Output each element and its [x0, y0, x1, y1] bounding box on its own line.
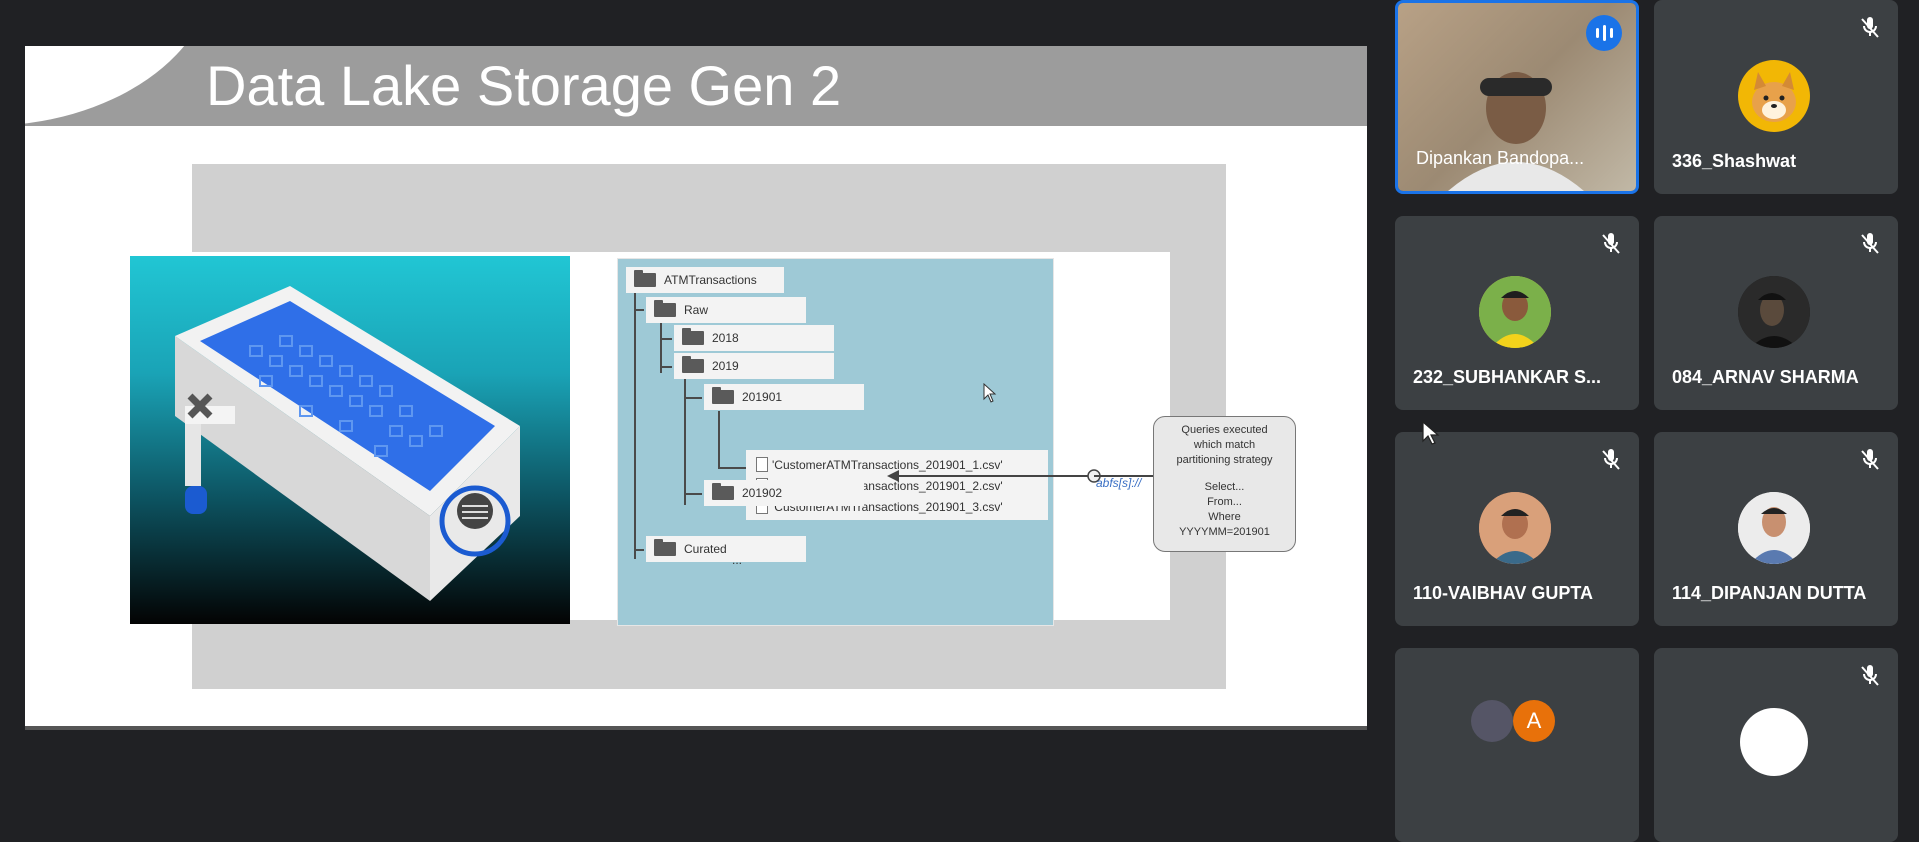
folder-raw: Raw [646, 297, 806, 323]
person-photo-icon [1738, 276, 1810, 348]
folder-icon [634, 270, 656, 287]
avatar-letter: A [1513, 700, 1555, 742]
query-arrow [887, 469, 1105, 483]
participant-tile-subhankar[interactable]: 232_SUBHANKAR S... [1395, 216, 1639, 410]
folder-hierarchy-diagram: ATMTransactions Raw 2018 2019 201901 'Cu… [617, 258, 1054, 626]
folder-icon [712, 483, 734, 500]
participant-video-feed [1398, 3, 1636, 191]
participant-tile-arnav[interactable]: 084_ARNAV SHARMA [1654, 216, 1898, 410]
mic-off-icon [1861, 449, 1879, 470]
mic-off-icon [1602, 449, 1620, 470]
participant-tile-dipanjan[interactable]: 114_DIPANJAN DUTTA [1654, 432, 1898, 626]
avatar [1738, 492, 1810, 564]
participant-tile-7[interactable]: A [1395, 648, 1639, 842]
slide-bottom-edge [25, 726, 1367, 730]
slide-title-band: Data Lake Storage Gen 2 [25, 46, 1367, 126]
csv-file: 'CustomerATMTransactions_201901_1.csv' [756, 454, 1048, 475]
participant-name: Dipankan Bandopa... [1416, 148, 1585, 168]
mouse-cursor-icon [983, 383, 997, 403]
folder-2018: 2018 [674, 325, 834, 351]
person-photo-icon [1738, 492, 1810, 564]
folder-atmtransactions: ATMTransactions [626, 267, 784, 293]
participant-tile-vaibhav[interactable]: 110-VAIBHAV GUPTA [1395, 432, 1639, 626]
folder-curated: Curated [646, 536, 806, 562]
participant-name: 110-VAIBHAV GUPTA [1413, 583, 1594, 603]
mic-off-icon [1861, 233, 1879, 254]
folder-icon [682, 356, 704, 373]
participant-name: 232_SUBHANKAR S... [1413, 367, 1602, 387]
data-lake-tank-icon [175, 286, 520, 601]
speaking-indicator-icon [1586, 15, 1622, 51]
folder-2019: 2019 [674, 353, 834, 379]
data-lake-illustration [130, 256, 570, 624]
participant-name: 336_Shashwat [1672, 151, 1797, 171]
avatar [1738, 276, 1810, 348]
participant-tile-8[interactable] [1654, 648, 1898, 842]
avatar [1740, 708, 1808, 776]
query-description-box: Queries executed which match partitionin… [1153, 416, 1296, 552]
person-photo-icon [1479, 276, 1551, 348]
participant-name: 114_DIPANJAN DUTTA [1672, 583, 1867, 603]
person-silhouette-icon [1448, 72, 1584, 191]
mouse-pointer-icon [1422, 420, 1440, 445]
folder-icon [682, 328, 704, 345]
mic-off-icon [1602, 233, 1620, 254]
avatar [1479, 492, 1551, 564]
title-curve-decoration [25, 46, 215, 126]
person-photo-icon [1479, 492, 1551, 564]
folder-icon [712, 387, 734, 404]
participant-tile-shashwat[interactable]: 336_Shashwat [1654, 0, 1898, 194]
file-icon [756, 457, 768, 472]
avatar [1738, 60, 1810, 132]
folder-201901: 201901 [704, 384, 864, 410]
connector-line [1094, 475, 1154, 477]
folder-201902: 201902 [704, 480, 864, 506]
data-blocks-pattern [249, 335, 443, 457]
mic-off-icon [1861, 17, 1879, 38]
mic-off-icon [1861, 665, 1879, 686]
presentation-slide: Data Lake Storage Gen 2 [25, 46, 1367, 730]
folder-icon [654, 300, 676, 317]
slide-title: Data Lake Storage Gen 2 [206, 54, 842, 117]
avatar [1471, 700, 1513, 742]
avatar [1479, 276, 1551, 348]
dog-avatar-icon [1752, 72, 1796, 122]
abfs-protocol-label: abfs[s]:// [1096, 476, 1142, 490]
participant-name: 084_ARNAV SHARMA [1672, 367, 1859, 387]
participant-tile-dipankan[interactable]: Dipankan Bandopa... [1395, 0, 1639, 194]
folder-icon [654, 539, 676, 556]
